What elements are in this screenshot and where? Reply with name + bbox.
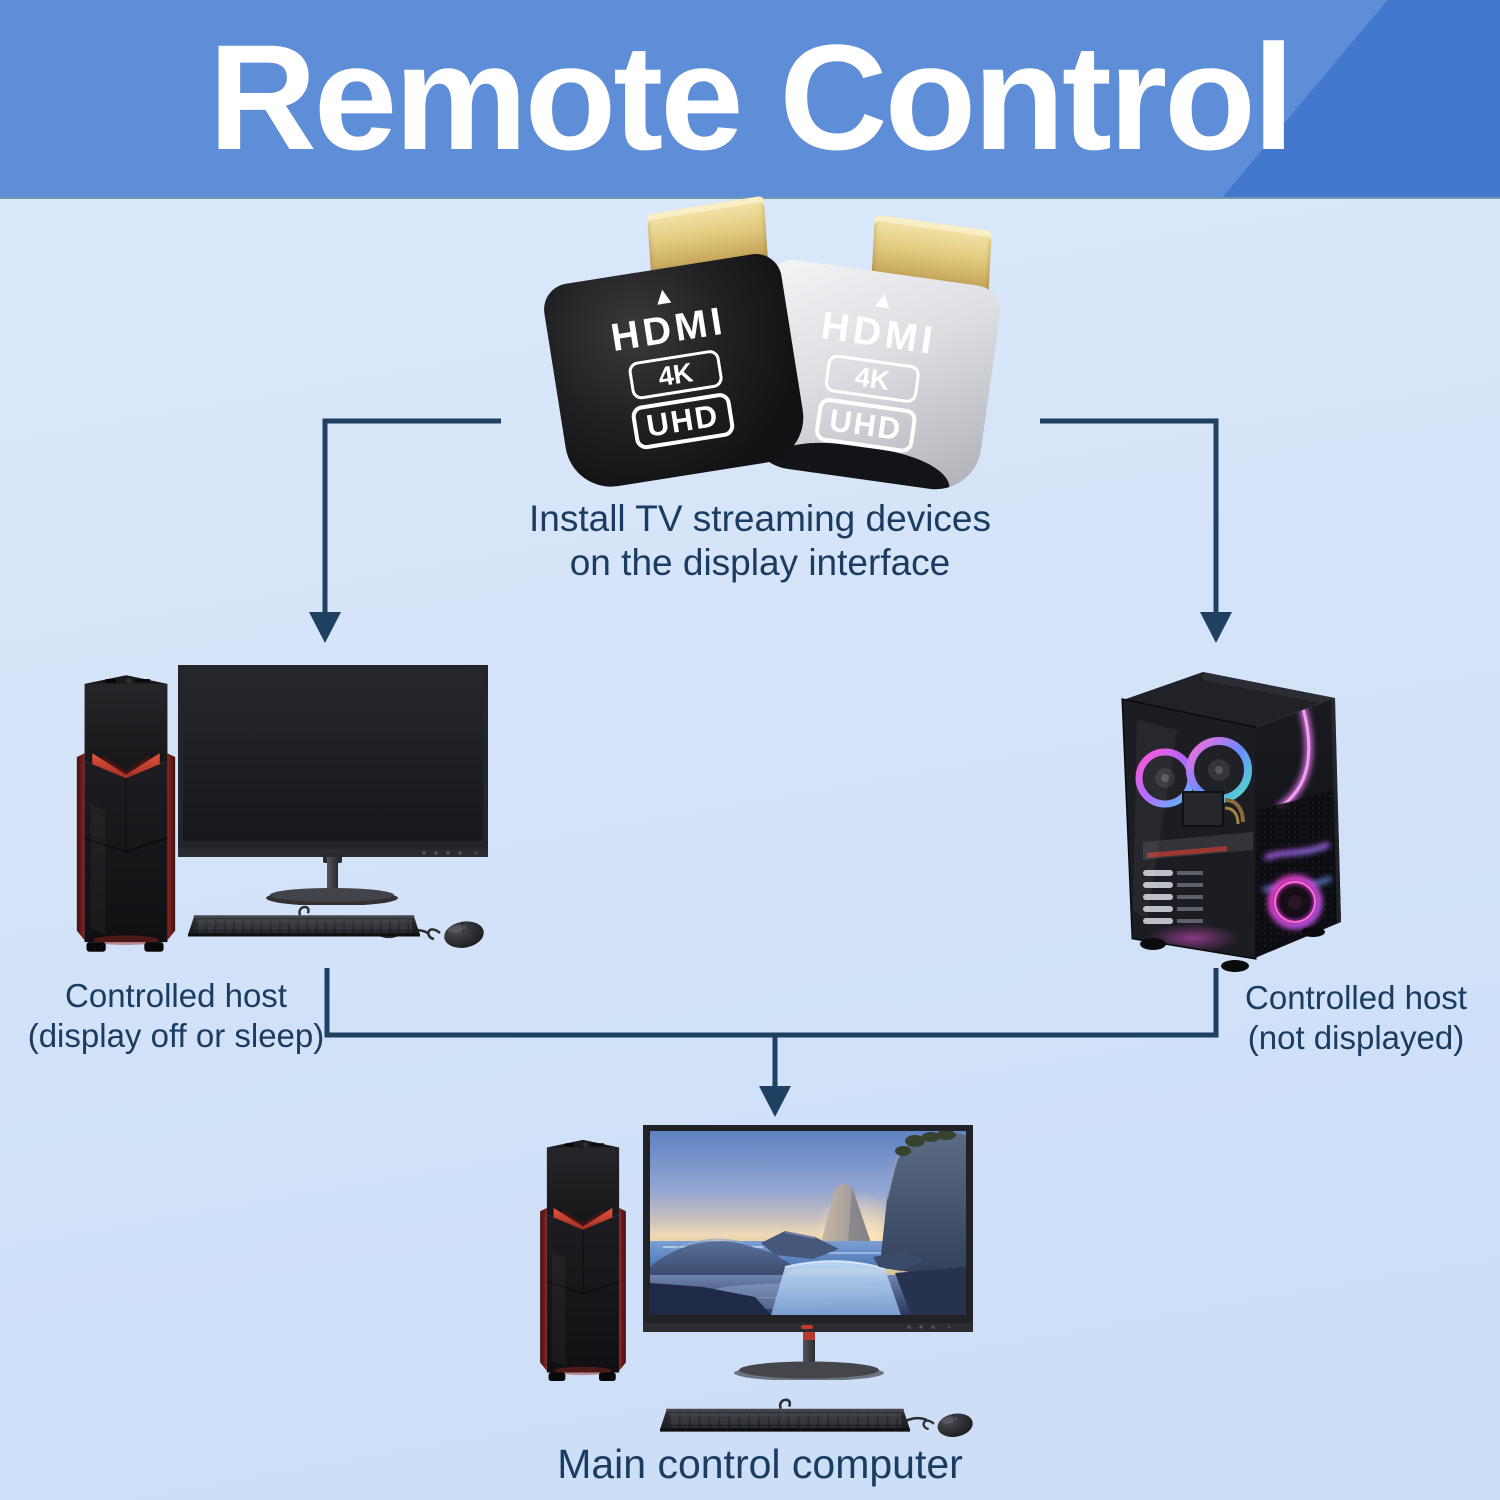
hdmi-dummy-plug-black: ▲ HDMI 4K UHD [532, 195, 813, 509]
badge-4k: 4K [626, 348, 725, 401]
right-host-caption-line1: Controlled host [1245, 979, 1467, 1016]
monitor-beach-image [643, 1125, 973, 1381]
main-computer-image [538, 1120, 976, 1440]
adapter-caption: Install TV streaming devices on the disp… [450, 497, 1070, 585]
down-arrowhead-icon [309, 612, 341, 643]
mouse-image [922, 1409, 976, 1440]
badge-4k: 4K [823, 353, 921, 404]
left-host-caption: Controlled host (display off or sleep) [0, 976, 352, 1056]
down-arrowhead-icon [759, 1086, 791, 1117]
page-title: Remote Control [208, 13, 1295, 181]
down-arrowhead-icon [1200, 612, 1232, 643]
gaming-case-image [1123, 672, 1341, 972]
left-host-caption-line1: Controlled host [65, 977, 287, 1014]
monitor-off-image [178, 665, 488, 905]
right-host-caption-line2: (not displayed) [1247, 1019, 1465, 1056]
keyboard-image [660, 1398, 910, 1433]
title-banner: Remote Control [0, 0, 1500, 199]
tower-image [538, 1138, 628, 1383]
tower-image [75, 673, 177, 954]
main-computer-caption: Main control computer [557, 1441, 963, 1487]
right-host-image [1102, 648, 1352, 983]
adapter-caption-line1: Install TV streaming devices [528, 498, 991, 539]
badge-uhd: UHD [630, 391, 736, 451]
mouse-image [427, 917, 488, 951]
arrow-line-left [322, 418, 501, 612]
keyboard-image [188, 905, 420, 938]
right-host-caption: Controlled host (not displayed) [1192, 978, 1500, 1058]
left-host-caption-line2: (display off or sleep) [27, 1017, 325, 1054]
plug-body: ▲ HDMI 4K UHD [540, 250, 810, 494]
arrow-line-right [1040, 418, 1219, 612]
left-host-image [75, 665, 488, 954]
bracket-line-bottom [324, 968, 1219, 1038]
triangle-icon: ▲ [869, 285, 898, 316]
adapter-caption-line2: on the display interface [569, 542, 951, 583]
